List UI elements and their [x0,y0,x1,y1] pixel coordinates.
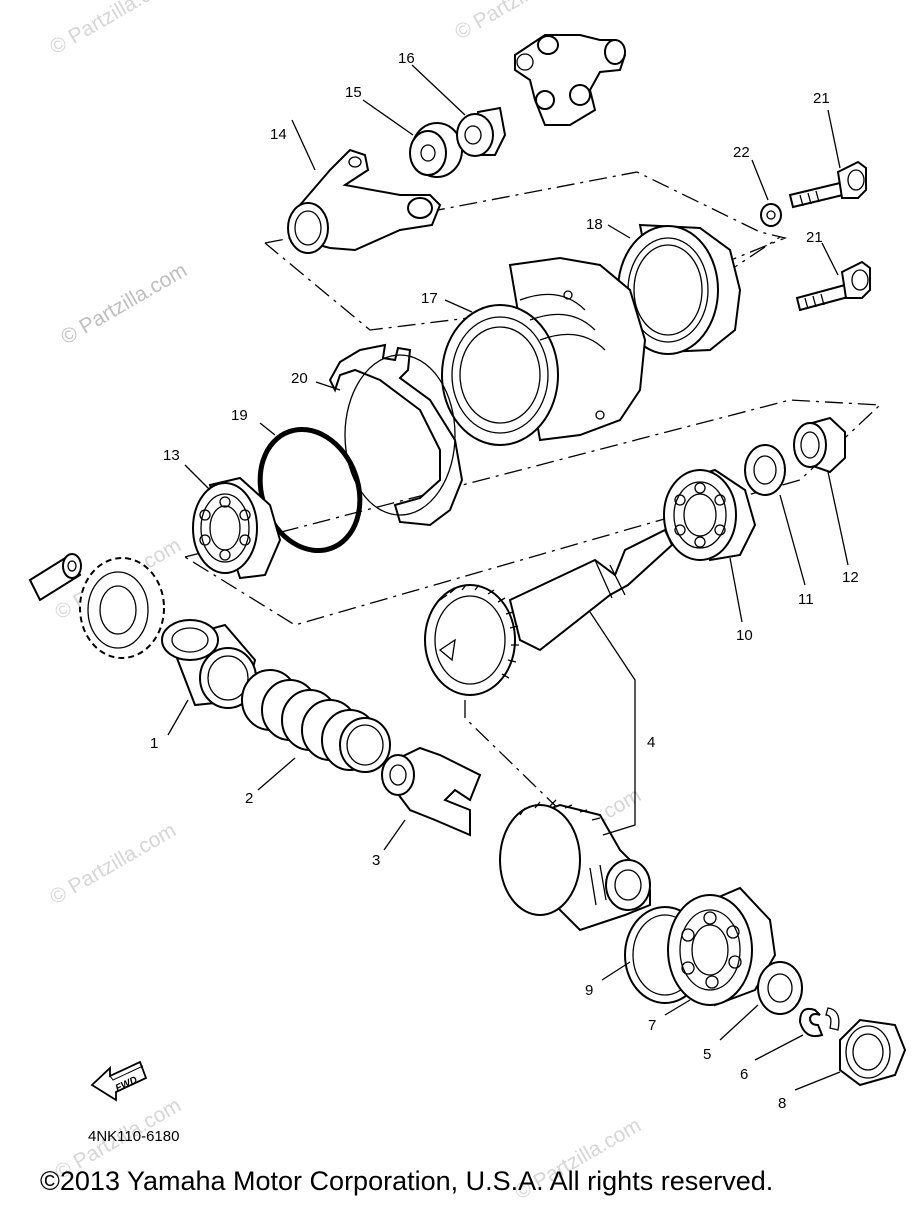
collar [409,122,463,178]
assembly-frame-upper [264,171,788,331]
spacer-washer [744,444,786,496]
universal-joint [514,34,627,126]
bolt-lower [795,260,871,312]
callout-11: 11 [798,591,814,608]
watermark: © Partzilla.com [46,819,180,910]
watermark: © Partzilla.com [57,259,191,350]
callout-3: 3 [372,852,380,869]
retainer-plate [328,343,464,527]
shaft-cam [381,746,482,837]
pinion-gear-shaft [424,528,674,696]
callout-12: 12 [842,569,859,586]
gear-housing [441,256,647,446]
callout-2: 2 [245,790,253,807]
watermark: © Partzilla.com [46,0,180,59]
assembly-centerline-case [639,236,781,331]
oil-seal [79,557,165,659]
callout-19: 19 [231,407,248,424]
callout-4: 4 [647,734,655,751]
diagram-code: 4NK110-6180 [88,1128,179,1145]
forward-arrow-icon: FWD [90,1060,148,1102]
copyright-notice: ©2013 Yamaha Motor Corporation, U.S.A. A… [40,1166,773,1196]
callout-21-lower: 21 [806,229,823,246]
callout-18: 18 [586,216,603,233]
callout-1: 1 [150,735,158,752]
ball-bearing-right [663,468,757,562]
ring-gear [499,799,651,932]
callout-21-upper: 21 [813,90,830,107]
callout-16: 16 [398,50,415,67]
callout-8: 8 [778,1095,786,1112]
callout-13: 13 [163,447,180,464]
washer [760,203,782,227]
callout-20: 20 [291,370,308,387]
hex-nut [839,1018,907,1087]
cup-collar [793,416,846,474]
callout-14: 14 [270,126,287,143]
ball-bearing-left [192,476,282,580]
callout-6: 6 [740,1066,748,1083]
callout-17: 17 [421,290,438,307]
assembly-centerline-gear [464,700,571,821]
universal-joint-yoke [287,148,442,254]
bolt-upper [788,160,867,209]
thrust-washer [757,961,803,1015]
collar-sleeve [161,619,257,709]
callout-9: 9 [585,982,593,999]
compression-spring [241,669,391,773]
callout-5: 5 [703,1046,711,1063]
flange-nut [456,106,507,157]
drive-shaft-end [28,553,82,602]
lock-washer [798,1007,840,1038]
callout-22: 22 [733,144,750,161]
callout-7: 7 [648,1017,656,1034]
tapered-bearing [667,886,777,1007]
leader-lines [167,64,849,1091]
callout-10: 10 [736,627,753,644]
callout-15: 15 [345,84,362,101]
